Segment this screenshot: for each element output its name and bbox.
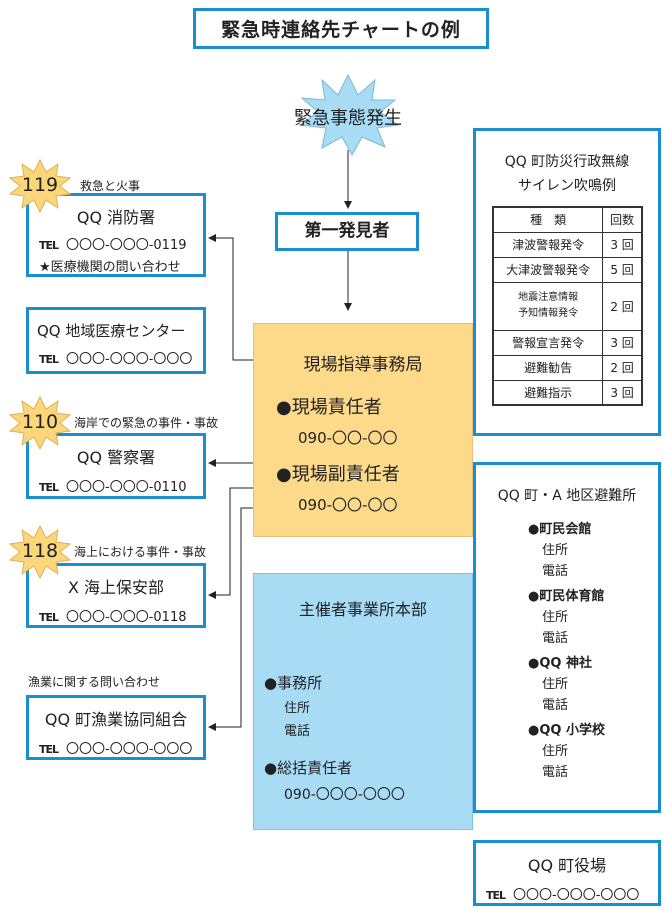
shelter-panel: QQ 町・A 地区避難所 ●町民会館 住所 電話 ●町民体育館 住所 電話 ●Q… <box>473 462 661 813</box>
badge-118: 118 <box>10 530 70 574</box>
badge-number: 110 <box>21 411 59 433</box>
contact-phone: 〇〇〇-〇〇〇-〇〇〇 <box>66 742 193 757</box>
contact-note: ★医療機関の問い合わせ <box>39 260 181 275</box>
burst-118 <box>8 524 72 580</box>
organizer-tel: 電話 <box>284 724 311 739</box>
cell-line: 地震注意情報 <box>518 292 579 303</box>
tel-label: TEL <box>39 353 59 366</box>
organizer-box: 主催者事業所本部 ●事務所 住所 電話 ●総括責任者 090-〇〇〇-〇〇〇 <box>253 573 473 830</box>
burst-shape <box>298 73 400 157</box>
tel-label: TEL <box>39 481 59 494</box>
shelter-address: 住所 <box>542 543 569 558</box>
cell: 3 回 <box>602 231 643 258</box>
town-hall-box: QQ 町役場 TEL 〇〇〇-〇〇〇-〇〇〇 <box>473 840 661 906</box>
first-finder-box: 第一発見者 <box>275 212 419 251</box>
tel-label: TEL <box>39 611 59 624</box>
emergency-trigger: 緊急事態発生 <box>294 108 402 129</box>
town-hall-name: QQ 町役場 <box>527 856 607 875</box>
burst-110 <box>8 395 72 451</box>
shelter-title: QQ 町・A 地区避難所 <box>497 488 637 504</box>
tel-label: TEL <box>39 743 59 756</box>
hq-deputy: ●現場副責任者 <box>276 464 400 485</box>
contact-name: QQ 町漁業協同組合 <box>44 710 188 729</box>
siren-subtitle: サイレン吹鳴例 <box>518 178 616 194</box>
shelter-tel: 電話 <box>542 698 569 713</box>
cell: 避難勧告 <box>492 354 604 381</box>
hq-manager: ●現場責任者 <box>276 397 382 418</box>
shelter-name: ●QQ 神社 <box>528 656 592 671</box>
col-header: 種 類 <box>492 206 604 233</box>
cell: 地震注意情報予知情報発令 <box>492 281 604 331</box>
hq-title: 現場指導事務局 <box>303 355 423 375</box>
hq-manager-phone: 090-〇〇-〇〇 <box>298 429 398 447</box>
cell: 2 回 <box>602 354 643 381</box>
badge-119: 119 <box>10 164 70 208</box>
cell: 3 回 <box>602 329 643 356</box>
organizer-manager: ●総括責任者 <box>264 759 353 777</box>
shelter-name: ●QQ 小学校 <box>528 723 605 738</box>
cell: 5 回 <box>602 256 643 283</box>
shelter-address: 住所 <box>542 744 569 759</box>
shelter-tel: 電話 <box>542 564 569 579</box>
cell: 3 回 <box>602 379 643 406</box>
shelter-address: 住所 <box>542 610 569 625</box>
badge-number: 119 <box>21 174 59 196</box>
siren-title: QQ 町防災行政無線 <box>504 154 630 170</box>
cell: 2 回 <box>602 281 643 331</box>
town-hall-phone: 〇〇〇-〇〇〇-〇〇〇 <box>513 888 640 903</box>
cell: 大津波警報発令 <box>492 256 604 283</box>
organizer-address: 住所 <box>284 701 311 716</box>
contact-medical: QQ 地域医療センター TEL 〇〇〇-〇〇〇-〇〇〇 <box>26 307 206 374</box>
contact-name: X 海上保安部 <box>67 578 165 597</box>
badge-110: 110 <box>10 401 70 445</box>
shelter-name: ●町民会館 <box>528 522 592 537</box>
contact-coast-guard: X 海上保安部 TEL 〇〇〇-〇〇〇-0118 <box>26 563 206 628</box>
note-fishery: 漁業に関する問い合わせ <box>28 675 161 689</box>
shelter-tel: 電話 <box>542 765 569 780</box>
note-fire: 救急と火事 <box>80 179 141 193</box>
cell: 避難指示 <box>492 379 604 406</box>
contact-fishery: QQ 町漁業協同組合 TEL 〇〇〇-〇〇〇-〇〇〇 <box>26 695 206 760</box>
tel-label: TEL <box>39 239 59 252</box>
shelter-tel: 電話 <box>542 631 569 646</box>
hq-deputy-phone: 090-〇〇-〇〇 <box>298 496 398 514</box>
badge-number: 118 <box>21 540 59 562</box>
shelter-name: ●町民体育館 <box>528 589 605 604</box>
cell-line: 予知情報発令 <box>518 308 579 319</box>
burst-119 <box>8 158 72 214</box>
contact-phone: 〇〇〇-〇〇〇-0110 <box>66 480 187 495</box>
badge-bursts <box>8 158 72 580</box>
contact-phone: 〇〇〇-〇〇〇-0118 <box>66 610 187 625</box>
shelter-address: 住所 <box>542 677 569 692</box>
contact-name: QQ 消防署 <box>76 208 156 227</box>
contact-phone: 〇〇〇-〇〇〇-0119 <box>66 238 187 253</box>
hq-box: 現場指導事務局 ●現場責任者 090-〇〇-〇〇 ●現場副責任者 090-〇〇-… <box>253 323 473 537</box>
chart-title: 緊急時連絡先チャートの例 <box>193 8 489 49</box>
contact-name: QQ 地域医療センター <box>37 322 186 340</box>
col-header: 回数 <box>602 206 643 233</box>
cell: 警報宣言発令 <box>492 329 604 356</box>
organizer-manager-phone: 090-〇〇〇-〇〇〇 <box>284 787 405 803</box>
tel-label: TEL <box>486 889 506 902</box>
note-coast-guard: 海上における事件・事故 <box>74 545 207 559</box>
cell: 津波警報発令 <box>492 231 604 258</box>
note-police: 海岸での緊急の事件・事故 <box>74 416 219 430</box>
contact-name: QQ 警察署 <box>76 448 156 467</box>
organizer-title: 主催者事業所本部 <box>298 600 427 619</box>
contact-phone: 〇〇〇-〇〇〇-〇〇〇 <box>66 352 193 367</box>
organizer-office: ●事務所 <box>264 674 323 692</box>
contact-fire: QQ 消防署 TEL 〇〇〇-〇〇〇-0119 ★医療機関の問い合わせ <box>26 193 206 277</box>
